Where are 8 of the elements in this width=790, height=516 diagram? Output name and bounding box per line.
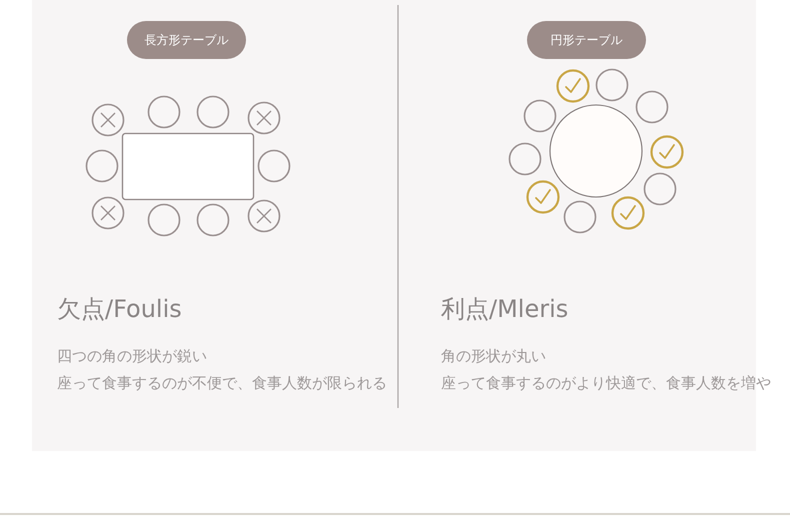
description-text: 四つの角の形状が鋭い xyxy=(57,347,207,365)
description-text: 座って食事するのが不便で、食事人数が限られる xyxy=(57,374,387,392)
section-heading: 欠点/Foulis xyxy=(57,295,182,324)
description-text: 座って食事するのがより快適で、食事人数を増や xyxy=(441,374,771,392)
section-heading: 利点/Mleris xyxy=(441,295,568,324)
table-type-tag: 円形テーブル xyxy=(527,21,646,59)
table-type-tag: 長方形テーブル xyxy=(127,21,246,59)
description-text: 角の形状が丸い xyxy=(441,347,546,365)
